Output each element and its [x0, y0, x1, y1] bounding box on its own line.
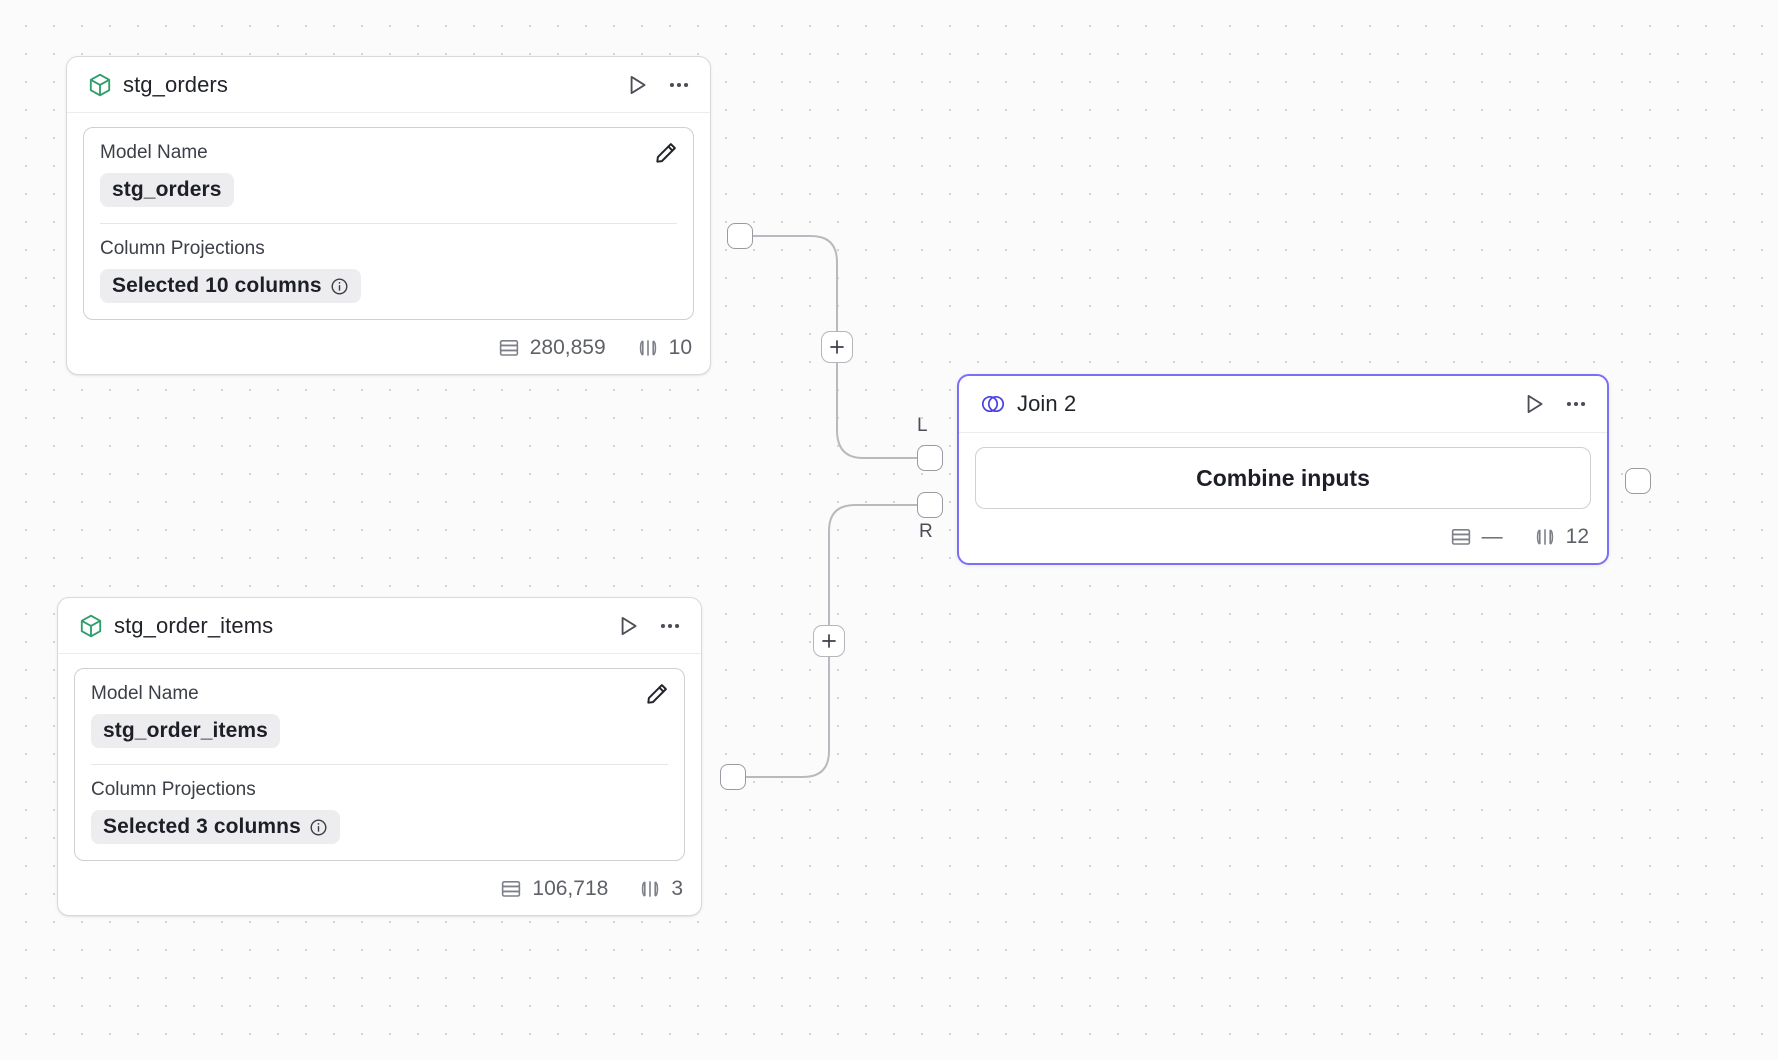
- node-header-actions: [624, 72, 692, 98]
- row-count-stat: 280,859: [497, 336, 606, 360]
- plus-icon: [830, 340, 844, 354]
- rows-icon: [1449, 525, 1473, 549]
- column-count-stat: 3: [638, 877, 683, 901]
- row-count-value: 106,718: [532, 877, 609, 900]
- pencil-icon[interactable]: [644, 681, 670, 707]
- node-header: stg_orders: [67, 57, 710, 113]
- column-count-stat: 12: [1533, 525, 1589, 549]
- panel-divider: [100, 223, 677, 224]
- model-config-panel: Model Name stg_orders Column Projections…: [83, 127, 694, 320]
- more-options-icon[interactable]: [657, 613, 683, 639]
- node-header: Join 2: [959, 376, 1607, 433]
- node-footer: — 12: [959, 519, 1607, 563]
- model-name-value[interactable]: stg_order_items: [91, 714, 280, 748]
- play-icon[interactable]: [615, 613, 641, 639]
- cube-icon: [78, 613, 104, 639]
- column-count-value: 12: [1565, 525, 1589, 548]
- node-join-2[interactable]: Join 2 Combine inputs: [957, 374, 1609, 565]
- node-footer: 280,859 10: [67, 330, 710, 374]
- columns-icon: [638, 877, 662, 901]
- node-title: stg_order_items: [114, 612, 274, 638]
- column-count-value: 10: [668, 336, 692, 359]
- play-icon[interactable]: [1521, 391, 1547, 417]
- column-count-value: 3: [671, 877, 683, 900]
- info-icon[interactable]: [309, 818, 328, 837]
- node-title: stg_orders: [123, 71, 228, 97]
- row-count-value: —: [1481, 525, 1503, 548]
- rows-icon: [497, 336, 521, 360]
- node-stg-order-items[interactable]: stg_order_items: [57, 597, 702, 916]
- play-icon[interactable]: [624, 72, 650, 98]
- column-projections-text: Selected 10 columns: [112, 274, 322, 297]
- node-stg-orders[interactable]: stg_orders: [66, 56, 711, 375]
- combine-inputs-box[interactable]: Combine inputs: [975, 447, 1591, 509]
- node-header: stg_order_items: [58, 598, 701, 654]
- node-header-actions: [1521, 391, 1589, 417]
- rows-icon: [499, 877, 523, 901]
- node-title: Join 2: [1017, 391, 1077, 416]
- row-count-stat: —: [1449, 525, 1503, 549]
- venn-join-icon: [979, 390, 1007, 418]
- model-name-value[interactable]: stg_orders: [100, 173, 234, 207]
- node-header-actions: [615, 613, 683, 639]
- output-port-join-2[interactable]: [1625, 468, 1651, 494]
- more-options-icon[interactable]: [1563, 391, 1589, 417]
- row-count-value: 280,859: [529, 336, 606, 359]
- add-node-on-edge-top[interactable]: [821, 331, 853, 363]
- pencil-icon[interactable]: [653, 140, 679, 166]
- input-port-right[interactable]: [917, 492, 943, 518]
- node-body: Combine inputs: [959, 433, 1607, 519]
- node-footer: 106,718 3: [58, 871, 701, 915]
- output-port-stg-orders[interactable]: [727, 223, 753, 249]
- add-node-on-edge-bottom[interactable]: [813, 625, 845, 657]
- model-name-label: Model Name: [100, 142, 208, 163]
- node-body: Model Name stg_orders Column Projections…: [67, 113, 710, 330]
- row-count-stat: 106,718: [499, 877, 608, 901]
- panel-divider: [91, 764, 668, 765]
- input-port-label-left: L: [917, 415, 928, 436]
- column-projections-value[interactable]: Selected 3 columns: [91, 810, 340, 844]
- column-projections-value[interactable]: Selected 10 columns: [100, 269, 361, 303]
- cube-icon: [87, 72, 113, 98]
- input-port-label-right: R: [919, 521, 933, 542]
- combine-inputs-label: Combine inputs: [1196, 464, 1370, 491]
- input-port-left[interactable]: [917, 445, 943, 471]
- column-projections-text: Selected 3 columns: [103, 815, 301, 838]
- more-options-icon[interactable]: [666, 72, 692, 98]
- columns-icon: [636, 336, 660, 360]
- columns-icon: [1533, 525, 1557, 549]
- output-port-stg-order-items[interactable]: [720, 764, 746, 790]
- info-icon[interactable]: [330, 277, 349, 296]
- node-body: Model Name stg_order_items Column Projec…: [58, 654, 701, 871]
- model-name-label: Model Name: [91, 683, 199, 704]
- column-projections-label: Column Projections: [91, 779, 256, 800]
- column-projections-label: Column Projections: [100, 238, 265, 259]
- plus-icon: [822, 634, 836, 648]
- column-count-stat: 10: [636, 336, 692, 360]
- model-config-panel: Model Name stg_order_items Column Projec…: [74, 668, 685, 861]
